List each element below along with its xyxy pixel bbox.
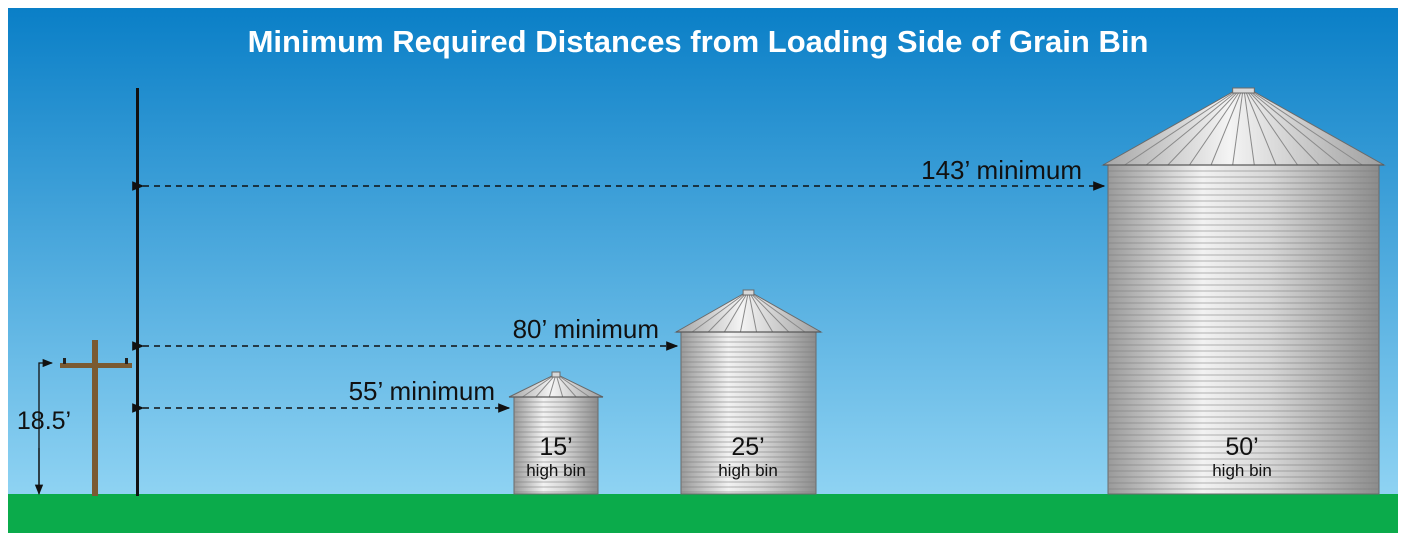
bin-corrugation (1108, 170, 1379, 490)
bin-roof-cap (551, 371, 561, 378)
bin-wall (513, 396, 599, 495)
grain-bin-distance-diagram: Minimum Required Distances from Loading … (8, 8, 1398, 533)
pole-post (92, 340, 98, 496)
diagram-title: Minimum Required Distances from Loading … (248, 24, 1149, 59)
bin-height-label-15: 15’ (539, 433, 572, 461)
pole-height-dimension (34, 358, 54, 496)
ground (8, 494, 1398, 533)
bin-height-label-25: 25’ (731, 433, 764, 461)
bin-roof-ribs (522, 375, 590, 398)
distance-label-80: 80’ minimum (513, 314, 659, 344)
insulator-left (63, 358, 66, 364)
reference-line (136, 88, 139, 496)
utility-pole (60, 340, 132, 496)
bin-height-label-50: 50’ (1225, 433, 1258, 461)
pole-height-label: 18.5’ (17, 407, 71, 435)
bin-sub-label-50: high bin (1212, 461, 1272, 480)
insulator-right (125, 358, 128, 364)
bin-sub-label-15: high bin (526, 461, 586, 480)
pole-crossarm (60, 363, 132, 368)
bin-roof-ribs (691, 293, 806, 333)
grain-bin-25 (674, 289, 823, 495)
bin-corrugation (514, 401, 598, 493)
distance-label-55: 55’ minimum (349, 376, 495, 406)
bin-roof-cap (742, 289, 755, 296)
bin-roof-cap (1232, 87, 1255, 94)
diagram-scene: Minimum Required Distances from Loading … (8, 8, 1398, 533)
distance-arrows (132, 181, 1106, 413)
grain-bin-15 (508, 371, 604, 495)
bin-wall (1107, 164, 1380, 495)
distance-label-143: 143’ minimum (921, 155, 1082, 185)
grain-bin-50 (1101, 87, 1386, 495)
bin-sub-label-25: high bin (718, 461, 778, 480)
grain-bins (508, 87, 1386, 495)
bin-corrugation (681, 336, 816, 493)
bin-roof-ribs (1124, 91, 1363, 166)
